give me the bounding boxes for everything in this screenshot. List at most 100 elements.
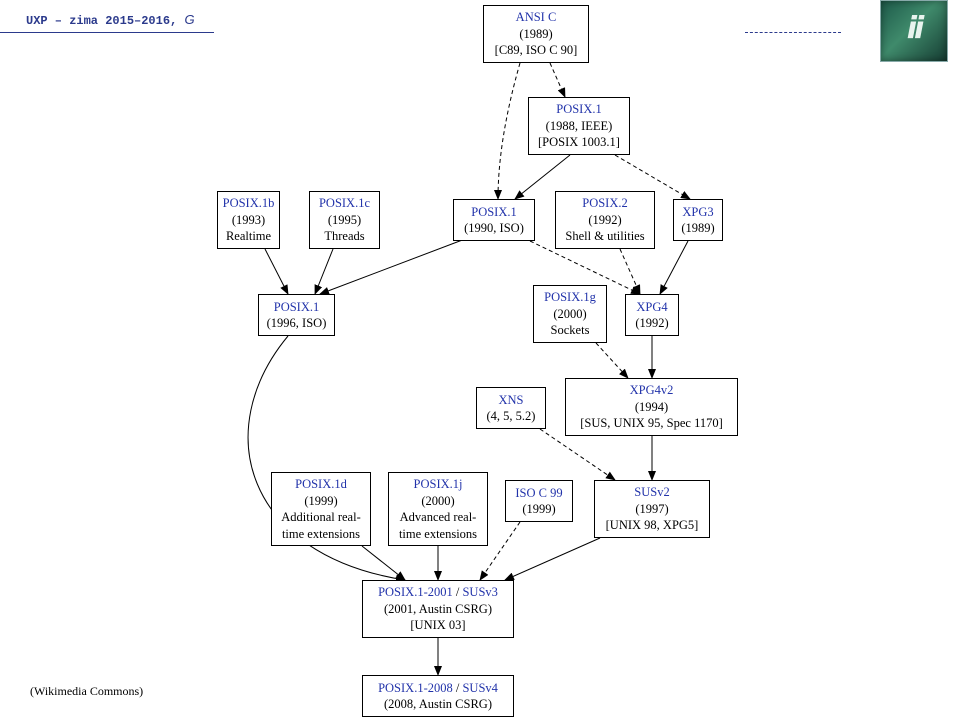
node-detail: Threads: [324, 229, 365, 244]
node-title: POSIX.2: [582, 195, 628, 212]
standard-name: XPG4v2: [629, 383, 674, 398]
faculty-logo-icon: ii: [880, 0, 948, 62]
edge-posix1g-to-xpg4v2: [595, 342, 629, 379]
edge-posix1b-to-posix1-1996: [264, 248, 289, 295]
edge-posix2-to-xpg4: [619, 248, 641, 295]
standard-name: POSIX.1j: [413, 477, 463, 491]
node-title: XPG3: [682, 204, 713, 221]
node-posix2001: POSIX.1-2001 / SUSv3(2001, Austin CSRG) […: [362, 580, 514, 638]
standard-name: POSIX.1g: [544, 290, 596, 305]
standard-name: ANSI C: [515, 10, 557, 25]
node-susv2: SUSv2(1997)[UNIX 98, XPG5]: [594, 480, 710, 538]
node-detail: (1992): [635, 316, 669, 330]
node-posix1b: POSIX.1b(1993) Realtime: [217, 191, 280, 249]
node-detail: [UNIX 03]: [410, 618, 466, 633]
node-detail: Advanced real-: [399, 510, 477, 524]
node-detail: (1992): [588, 212, 622, 227]
node-detail: (1990, ISO): [464, 221, 524, 235]
header-title-suffix: G: [184, 12, 195, 27]
node-title: XPG4: [636, 299, 667, 316]
node-detail: (1989): [519, 26, 553, 41]
standard-name: SUSv3: [462, 585, 498, 600]
node-detail: Shell & utilities: [565, 229, 645, 244]
edge-posix1-1990-to-posix1-1996: [319, 238, 466, 295]
source-footnote: (Wikimedia Commons): [30, 684, 144, 698]
node-posix1-1990: POSIX.1 (1990, ISO): [453, 199, 535, 241]
node-detail: (2001, Austin CSRG): [383, 601, 492, 616]
node-detail: (1994): [634, 399, 669, 414]
standard-name: ISO C 99: [515, 485, 563, 500]
node-posix1c: POSIX.1c(1995)Threads: [309, 191, 380, 249]
node-title: XPG4v2: [630, 382, 674, 399]
node-xpg3: XPG3 (1989): [673, 199, 723, 241]
edge-xpg3-to-xpg4: [659, 240, 689, 295]
node-title: POSIX.1g: [544, 289, 596, 306]
node-isoc99: ISO C 99(1999): [505, 480, 573, 522]
standard-name: POSIX.2: [582, 196, 628, 211]
node-title: SUSv2: [634, 484, 669, 501]
node-detail: (4, 5, 5.2): [486, 409, 536, 423]
edge-posix1d-to-posix2001: [361, 545, 406, 581]
edge-ansi-c-to-posix1-1990: [494, 62, 521, 200]
standard-name: POSIX.1: [471, 204, 517, 219]
standard-name: POSIX.1d: [295, 477, 347, 491]
node-posix2: POSIX.2(1992) Shell & utilities: [555, 191, 655, 249]
header-rule-right: [745, 32, 841, 33]
edge-posix1-1988-to-xpg3: [614, 154, 691, 200]
node-title: POSIX.1j: [414, 476, 463, 493]
standard-name: POSIX.1-2008: [378, 680, 453, 695]
node-title: POSIX.1b: [223, 195, 275, 212]
standard-name: POSIX.1: [273, 299, 320, 314]
header-title-text: UXP – zima 2015–2016,: [26, 14, 178, 28]
standard-name: POSIX.1: [556, 102, 602, 117]
node-posix1d: POSIX.1d (1999) Additional real-time exten…: [271, 472, 371, 546]
node-detail: (1999): [304, 493, 338, 508]
title-separator: /: [452, 585, 463, 600]
node-detail: time extensions: [281, 526, 361, 541]
node-detail: (1988, IEEE): [545, 118, 613, 133]
edge-posix1-1996-to-posix2001: [247, 335, 406, 583]
node-posix1-1988: POSIX.1(1988, IEEE) [POSIX 1003.1]: [528, 97, 630, 155]
edge-posix1-1990-to-xpg4: [529, 240, 641, 295]
node-detail: (1993): [231, 212, 266, 227]
node-detail: (2000): [421, 493, 455, 508]
node-xpg4: XPG4(1992): [625, 294, 679, 336]
edge-posix1-1988-to-posix1-1990: [514, 154, 571, 200]
node-title: POSIX.1: [556, 101, 602, 118]
title-separator: /: [452, 680, 463, 695]
node-ansi-c: ANSI C(1989) [C89, ISO C 90]: [483, 5, 589, 63]
edge-posix1c-to-posix1-1996: [314, 248, 334, 295]
standard-name: XNS: [498, 392, 524, 407]
node-detail: Sockets: [550, 323, 590, 338]
node-detail: (1997): [635, 501, 669, 516]
node-title: POSIX.1d: [295, 476, 347, 493]
node-posix1g: POSIX.1g(2000) Sockets: [533, 285, 607, 343]
node-detail: Realtime: [225, 229, 272, 244]
node-title: ANSI C: [516, 9, 557, 26]
node-title: XNS: [498, 392, 523, 409]
node-title: ISO C 99: [515, 485, 562, 502]
header-rule-left: [0, 32, 214, 33]
node-detail: [SUS, UNIX 95, Spec 1170]: [580, 416, 723, 431]
node-title: POSIX.1c: [319, 195, 370, 212]
node-posix2008: POSIX.1-2008 / SUSv4 (2008, Austin CSRG): [362, 675, 514, 717]
node-xns: XNS (4, 5, 5.2): [476, 387, 546, 429]
standard-name: SUSv4: [462, 680, 498, 695]
node-detail: (2000): [553, 306, 587, 321]
node-detail: Additional real-: [281, 510, 361, 524]
node-detail: (2008, Austin CSRG): [383, 697, 492, 711]
node-detail: [C89, ISO C 90]: [494, 43, 578, 58]
node-detail: [POSIX 1003.1]: [538, 135, 620, 150]
standard-name: POSIX.1-2001: [378, 585, 453, 600]
node-title: POSIX.1: [274, 299, 320, 316]
node-detail: (1989): [681, 221, 715, 235]
logo-text: ii: [906, 11, 925, 46]
node-detail: (1996, ISO): [266, 316, 327, 330]
node-xpg4v2: XPG4v2(1994) [SUS, UNIX 95, Spec 1170]: [565, 378, 738, 436]
standard-name: XPG3: [682, 204, 714, 219]
node-title: POSIX.1: [471, 204, 517, 221]
node-title: POSIX.1-2001 / SUSv3: [378, 584, 498, 601]
edge-ansi-c-to-posix1-1988: [549, 62, 566, 98]
node-detail: time extensions: [398, 526, 478, 541]
